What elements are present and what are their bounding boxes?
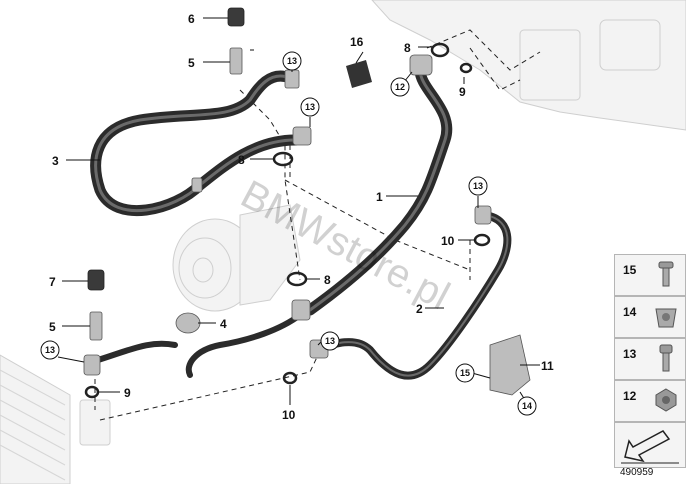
svg-text:13: 13 — [305, 102, 315, 112]
svg-text:13: 13 — [287, 56, 297, 66]
callout-6: 6 — [188, 12, 195, 26]
part-7-cap — [87, 269, 105, 291]
ghost-condenser — [0, 354, 111, 484]
pipe-1 — [304, 64, 453, 316]
part-5-valve-top — [229, 47, 243, 75]
callout-8: 8 — [238, 153, 245, 167]
callout-13: 13 — [468, 176, 488, 196]
callout-8: 8 — [324, 273, 331, 287]
callout-3: 3 — [52, 154, 59, 168]
part-16-pad — [346, 60, 372, 88]
part-5-valve-bottom — [89, 311, 103, 341]
line-2 — [95, 211, 512, 380]
legend-number: 15 — [623, 263, 637, 277]
callout-8: 8 — [404, 41, 411, 55]
bolt-icon — [659, 344, 673, 372]
callout-5: 5 — [49, 320, 56, 334]
hose-3 — [90, 70, 301, 217]
callout-7: 7 — [49, 275, 56, 289]
legend-number: 12 — [623, 389, 637, 403]
screw-icon — [658, 261, 674, 287]
parts-legend: 15 14 13 12 — [614, 254, 686, 470]
assembly-lines — [94, 29, 541, 421]
callout-4: 4 — [220, 317, 227, 331]
callout-1: 1 — [376, 190, 383, 204]
callout-9: 9 — [124, 386, 131, 400]
callout-11: 11 — [541, 359, 554, 373]
callout-10: 10 — [441, 234, 455, 248]
hex-nut-icon — [655, 388, 677, 412]
legend-item: 14 — [614, 296, 686, 338]
svg-text:13: 13 — [325, 336, 335, 346]
legend-item: 15 — [614, 254, 686, 296]
svg-text:12: 12 — [395, 82, 405, 92]
callout-13: 13 — [282, 51, 302, 71]
callout-12: 12 — [390, 77, 410, 97]
callout-13: 13 — [40, 340, 60, 360]
legend-item: 12 — [614, 380, 686, 422]
svg-text:14: 14 — [522, 401, 532, 411]
callout-13: 13 — [300, 97, 320, 117]
svg-text:15: 15 — [460, 368, 470, 378]
legend-item: 13 — [614, 338, 686, 380]
ghost-compressor — [172, 204, 301, 312]
callout-14: 14 — [517, 396, 537, 416]
callout-16: 16 — [350, 35, 364, 49]
callout-13: 13 — [320, 331, 340, 351]
part-4-plug — [175, 312, 201, 334]
part-6-cap — [227, 7, 245, 27]
direction-arrow-box — [614, 422, 686, 468]
clip-nut-icon — [655, 308, 677, 328]
part-11-bracket — [489, 334, 531, 396]
callout-15: 15 — [455, 363, 475, 383]
legend-number: 14 — [623, 305, 637, 319]
callout-5: 5 — [188, 56, 195, 70]
callout-9: 9 — [459, 85, 466, 99]
ghost-heater-unit — [371, 0, 686, 131]
callout-2: 2 — [416, 302, 423, 316]
arrow-icon — [621, 430, 679, 464]
svg-text:13: 13 — [473, 181, 483, 191]
svg-text:13: 13 — [45, 345, 55, 355]
callout-10: 10 — [282, 408, 296, 422]
diagram-reference-number: 490959 — [620, 467, 654, 478]
legend-number: 13 — [623, 347, 637, 361]
